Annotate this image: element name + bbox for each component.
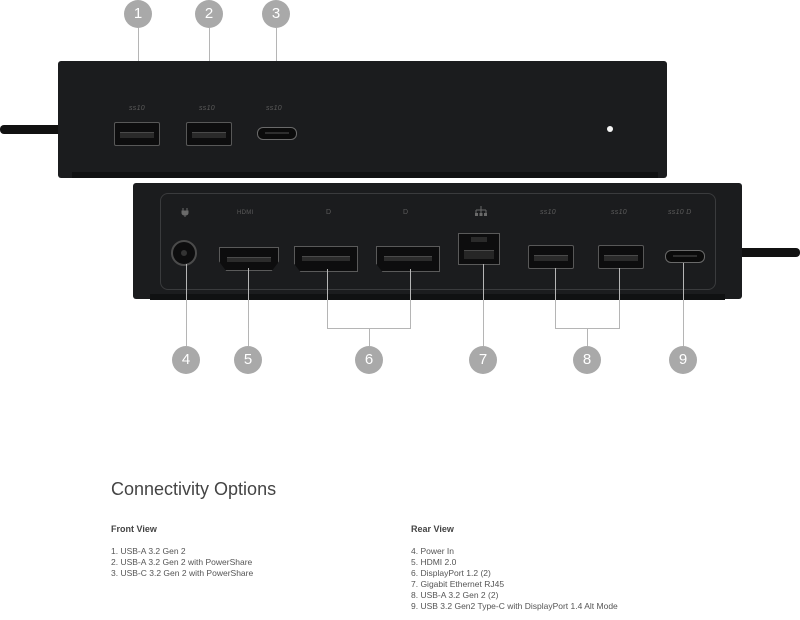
list-item: 8. USB-A 3.2 Gen 2 (2) [411, 590, 499, 600]
usb-dp-icon: ss10 D [668, 209, 692, 216]
usb-icon: ss10 [611, 209, 627, 216]
list-item: 3. USB-C 3.2 Gen 2 with PowerShare [111, 568, 254, 578]
callout-badge-1: 1 [124, 0, 152, 28]
displayport-1 [294, 246, 358, 272]
rear-usb-a-port-1 [528, 245, 574, 269]
callout-line-8 [587, 328, 588, 346]
callout-badge-7: 7 [469, 346, 497, 374]
callout-line-6 [369, 328, 370, 346]
front-usb-a-port-2 [186, 122, 232, 146]
front-usb-c-port [257, 127, 297, 140]
list-item: 4. Power In [411, 546, 454, 556]
list-item: 7. Gigabit Ethernet RJ45 [411, 579, 505, 589]
list-item: 5. HDMI 2.0 [411, 557, 457, 567]
dock-front [58, 61, 667, 178]
rear-view-list: 4. Power In 5. HDMI 2.0 6. DisplayPort 1… [411, 546, 618, 612]
displayport-2 [376, 246, 440, 272]
front-view-list: 1. USB-A 3.2 Gen 2 2. USB-A 3.2 Gen 2 wi… [111, 546, 253, 579]
callout-badge-8: 8 [573, 346, 601, 374]
list-item: 6. DisplayPort 1.2 (2) [411, 568, 491, 578]
dock-front-base [72, 172, 658, 178]
power-icon [181, 208, 189, 217]
callout-line-6b [410, 269, 411, 328]
list-item: 2. USB-A 3.2 Gen 2 with PowerShare [111, 557, 253, 567]
callout-line-4 [186, 264, 187, 346]
power-in-port [171, 240, 197, 266]
list-item: 9. USB 3.2 Gen2 Type-C with DisplayPort … [411, 601, 618, 611]
ethernet-icon [475, 206, 487, 216]
callout-badge-6: 6 [355, 346, 383, 374]
hdmi-logo: HDMI [237, 210, 254, 216]
usb-icon: ss10 [129, 105, 145, 112]
callout-line-7 [483, 264, 484, 346]
callout-line-5 [248, 268, 249, 346]
front-usb-a-port-1 [114, 122, 160, 146]
dock-rear-base [150, 294, 725, 300]
ethernet-port [458, 233, 500, 265]
callout-badge-4: 4 [172, 346, 200, 374]
callout-line-8a [555, 268, 556, 328]
rear-usb-a-port-2 [598, 245, 644, 269]
usb-icon: ss10 [266, 105, 282, 112]
led-indicator [607, 126, 613, 132]
section-title: Connectivity Options [111, 479, 277, 499]
callout-badge-3: 3 [262, 0, 290, 28]
dock-rear [133, 183, 742, 299]
callout-badge-5: 5 [234, 346, 262, 374]
callout-line-6a [327, 269, 328, 328]
displayport-icon: D [403, 209, 409, 216]
hdmi-port [219, 247, 279, 271]
usb-icon: ss10 [199, 105, 215, 112]
front-cable [0, 125, 64, 134]
callout-badge-2: 2 [195, 0, 223, 28]
callout-line-8b [619, 268, 620, 328]
callout-line-9 [683, 263, 684, 346]
usb-icon: ss10 [540, 209, 556, 216]
rear-port-panel [160, 193, 716, 290]
front-view-heading: Front View [111, 524, 157, 534]
displayport-icon: D [326, 209, 332, 216]
callout-badge-9: 9 [669, 346, 697, 374]
list-item: 1. USB-A 3.2 Gen 2 [111, 546, 186, 556]
rear-cable [735, 248, 800, 257]
rear-view-heading: Rear View [411, 524, 454, 534]
rear-usb-c-port [665, 250, 705, 263]
